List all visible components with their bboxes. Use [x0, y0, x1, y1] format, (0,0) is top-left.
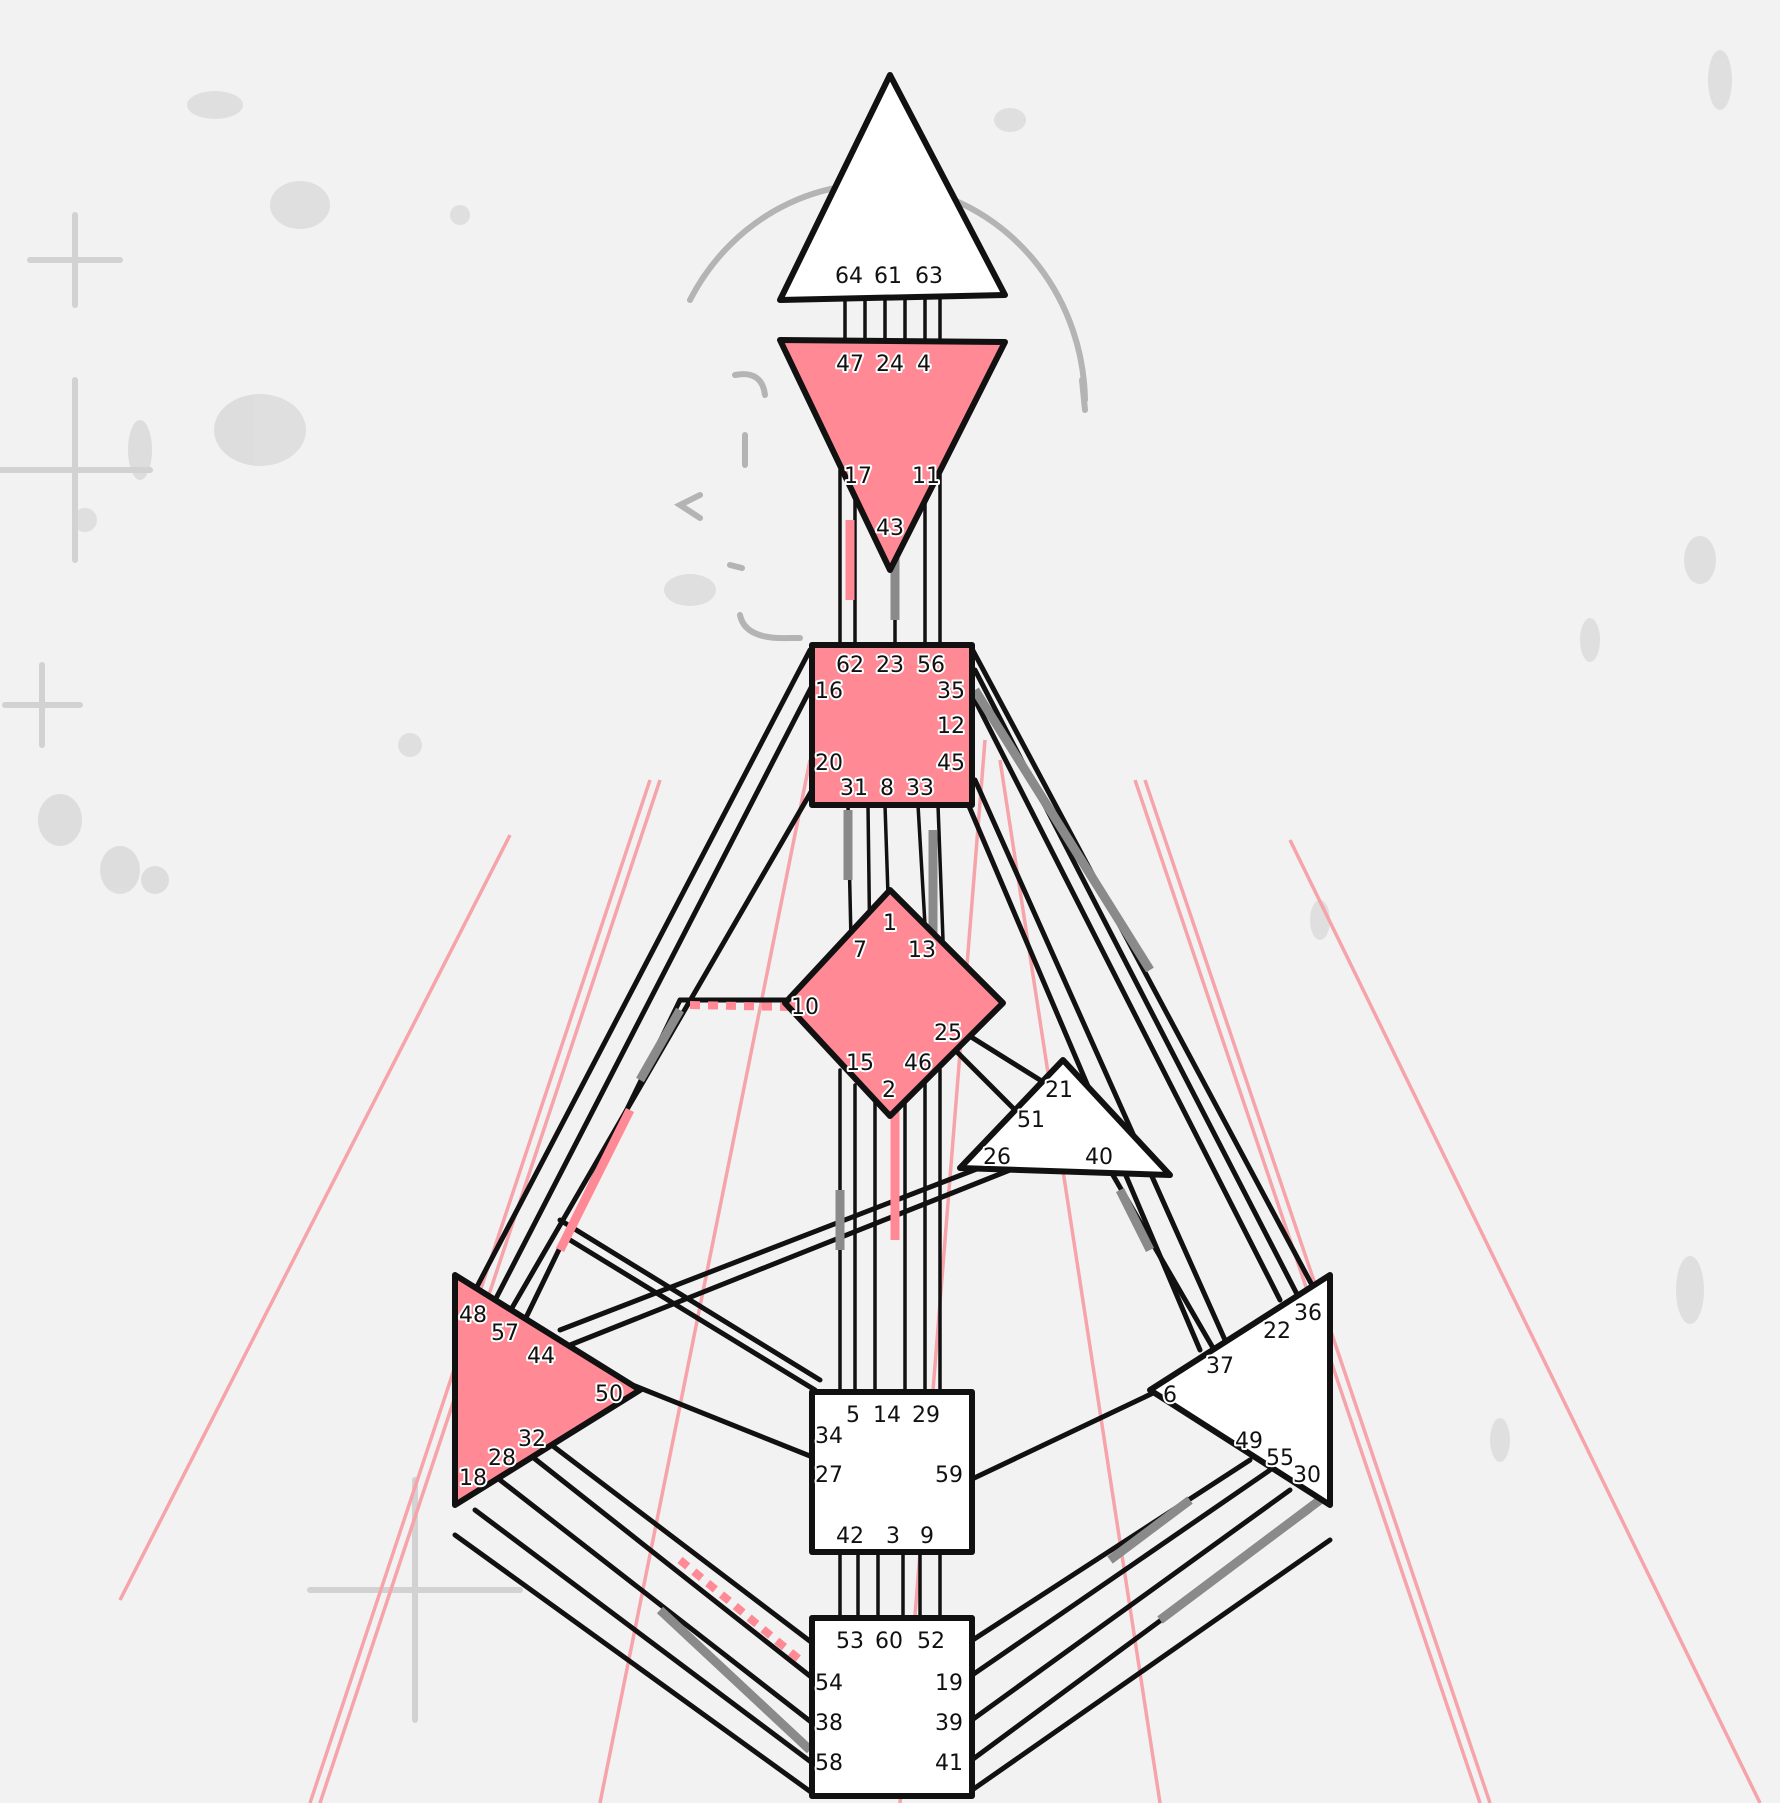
- gate-1: 1: [883, 911, 897, 936]
- gate-14: 14: [873, 1403, 901, 1428]
- gate-41: 41: [935, 1751, 963, 1776]
- gate-51: 51: [1017, 1108, 1045, 1133]
- gate-55: 55: [1266, 1446, 1294, 1471]
- gate-58: 58: [815, 1751, 843, 1776]
- channel-activations: [555, 520, 1323, 1754]
- gate-36: 36: [1294, 1301, 1322, 1326]
- gate-46: 46: [904, 1051, 932, 1076]
- gate-35: 35: [937, 679, 965, 704]
- gate-38: 38: [815, 1711, 843, 1736]
- solar-plexus-center: [1147, 1272, 1333, 1508]
- gate-25: 25: [934, 1021, 962, 1046]
- gate-43: 43: [876, 516, 904, 541]
- gate-47: 47: [836, 352, 864, 377]
- gate-50: 50: [595, 1382, 623, 1407]
- gate-48: 48: [459, 1303, 487, 1328]
- gate-31: 31: [840, 776, 868, 801]
- gate-15: 15: [846, 1051, 874, 1076]
- gate-60: 60: [875, 1629, 903, 1654]
- g-center: [782, 887, 1006, 1119]
- gate-53: 53: [836, 1629, 864, 1654]
- gate-28: 28: [488, 1446, 516, 1471]
- speckle-background: [38, 50, 1732, 1462]
- root-center: [809, 1615, 975, 1799]
- gate-49: 49: [1235, 1429, 1263, 1454]
- gate-19: 19: [935, 1671, 963, 1696]
- gate-32: 32: [518, 1427, 546, 1452]
- gate-20: 20: [815, 751, 843, 776]
- gate-17: 17: [844, 464, 872, 489]
- gate-30: 30: [1293, 1463, 1321, 1488]
- gate-12: 12: [937, 714, 965, 739]
- heart-center: [957, 1057, 1173, 1178]
- head-center: [777, 72, 1008, 303]
- gate-24: 24: [876, 352, 904, 377]
- gate-18: 18: [459, 1466, 487, 1491]
- gate-26: 26: [983, 1145, 1011, 1170]
- channels: [452, 293, 1333, 1798]
- gate-11: 11: [912, 464, 940, 489]
- gate-34: 34: [815, 1424, 843, 1449]
- gate-21: 21: [1045, 1078, 1073, 1103]
- gate-4: 4: [917, 352, 931, 377]
- gate-45: 45: [937, 751, 965, 776]
- spleen-center: [452, 1272, 643, 1508]
- gate-3: 3: [886, 1524, 900, 1549]
- gate-57: 57: [491, 1321, 519, 1346]
- gate-59: 59: [935, 1463, 963, 1488]
- gate-27: 27: [815, 1463, 843, 1488]
- gate-labels: 64 61 63 47 24 4 17 11 43 62 23 56 16 35…: [457, 262, 1324, 1778]
- gate-5: 5: [846, 1403, 860, 1428]
- gate-8: 8: [880, 776, 894, 801]
- gate-10: 10: [791, 995, 819, 1020]
- gate-37: 37: [1206, 1354, 1234, 1379]
- gate-13: 13: [908, 938, 936, 963]
- throat-center: [809, 642, 975, 808]
- gate-7: 7: [853, 938, 867, 963]
- gate-29: 29: [912, 1403, 940, 1428]
- gate-61: 61: [874, 264, 902, 289]
- gate-39: 39: [935, 1711, 963, 1736]
- gate-52: 52: [917, 1629, 945, 1654]
- gate-33: 33: [906, 776, 934, 801]
- gate-42: 42: [836, 1524, 864, 1549]
- gate-2: 2: [882, 1078, 896, 1103]
- gate-62: 62: [836, 653, 864, 678]
- gate-56: 56: [917, 653, 945, 678]
- gate-9: 9: [920, 1524, 934, 1549]
- gate-40: 40: [1085, 1145, 1113, 1170]
- gate-6: 6: [1163, 1383, 1177, 1408]
- gate-22: 22: [1263, 1319, 1291, 1344]
- gate-44: 44: [527, 1344, 555, 1369]
- gate-16: 16: [815, 679, 843, 704]
- sacral-center: [809, 1389, 975, 1555]
- gate-64: 64: [835, 264, 863, 289]
- ajna-center: [777, 337, 1008, 573]
- gate-23: 23: [876, 653, 904, 678]
- gate-63: 63: [915, 264, 943, 289]
- gate-54: 54: [815, 1671, 843, 1696]
